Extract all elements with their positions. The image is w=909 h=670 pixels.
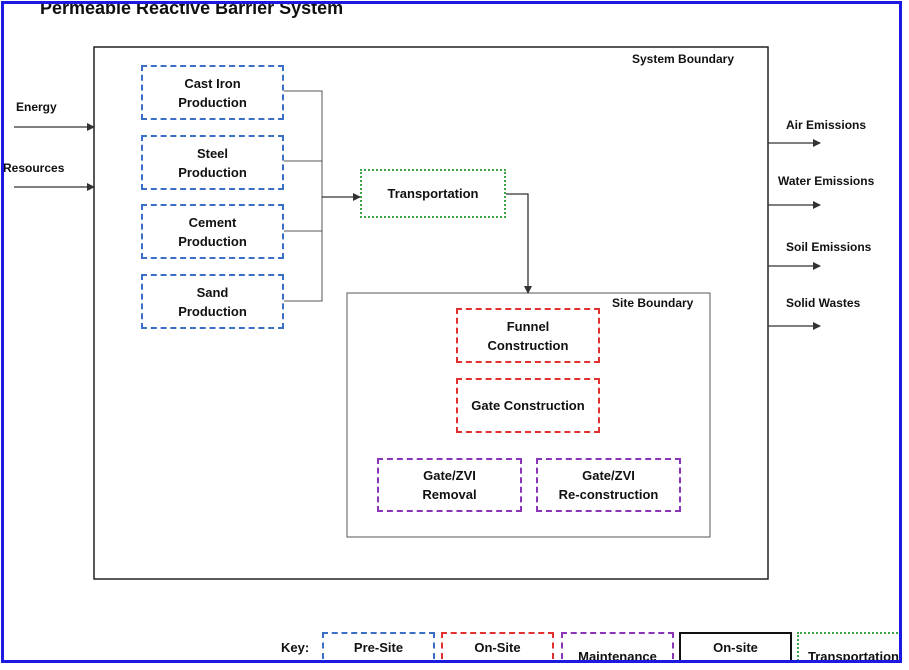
key-operation-box: On-site Operation — [679, 632, 792, 660]
diagram-title: Permeable Reactive Barrier System — [40, 1, 344, 18]
funnel-construction-box: Funnel Construction — [456, 308, 600, 363]
resources-label: Resources — [3, 161, 65, 175]
key-on-site-box: On-Site Processing — [441, 632, 554, 660]
system-boundary-label: System Boundary — [632, 52, 735, 66]
transportation-to-site-arrow — [506, 193, 532, 294]
key-transportation-box: Transportation — [797, 632, 899, 660]
transportation-box: Transportation — [360, 169, 506, 218]
cement-production-box: Cement Production — [141, 204, 284, 259]
air-emissions-label: Air Emissions — [786, 118, 867, 132]
steel-production-box: Steel Production — [141, 135, 284, 190]
water-emissions-label: Water Emissions — [778, 174, 875, 188]
sand-connector — [284, 197, 323, 302]
key-maintenance-box: Maintenance — [561, 632, 674, 660]
key-label: Key: — [281, 640, 310, 655]
system-boundary-rect — [93, 46, 769, 580]
gate-construction-box: Gate Construction — [456, 378, 600, 433]
soil-emissions-label: Soil Emissions — [786, 240, 872, 254]
solid-wastes-label: Solid Wastes — [786, 296, 861, 310]
figure-frame: Permeable Reactive Barrier System System… — [1, 1, 902, 663]
energy-label: Energy — [16, 100, 57, 114]
gate-zvi-reconstruction-box: Gate/ZVI Re-construction — [536, 458, 681, 512]
cast-iron-production-box: Cast Iron Production — [141, 65, 284, 120]
site-boundary-label: Site Boundary — [612, 296, 694, 310]
cast-iron-connector — [284, 90, 323, 197]
connector-layer — [14, 46, 821, 580]
key-pre-site-box: Pre-Site Processing — [322, 632, 435, 660]
gate-zvi-removal-box: Gate/ZVI Removal — [377, 458, 522, 512]
sand-production-box: Sand Production — [141, 274, 284, 329]
